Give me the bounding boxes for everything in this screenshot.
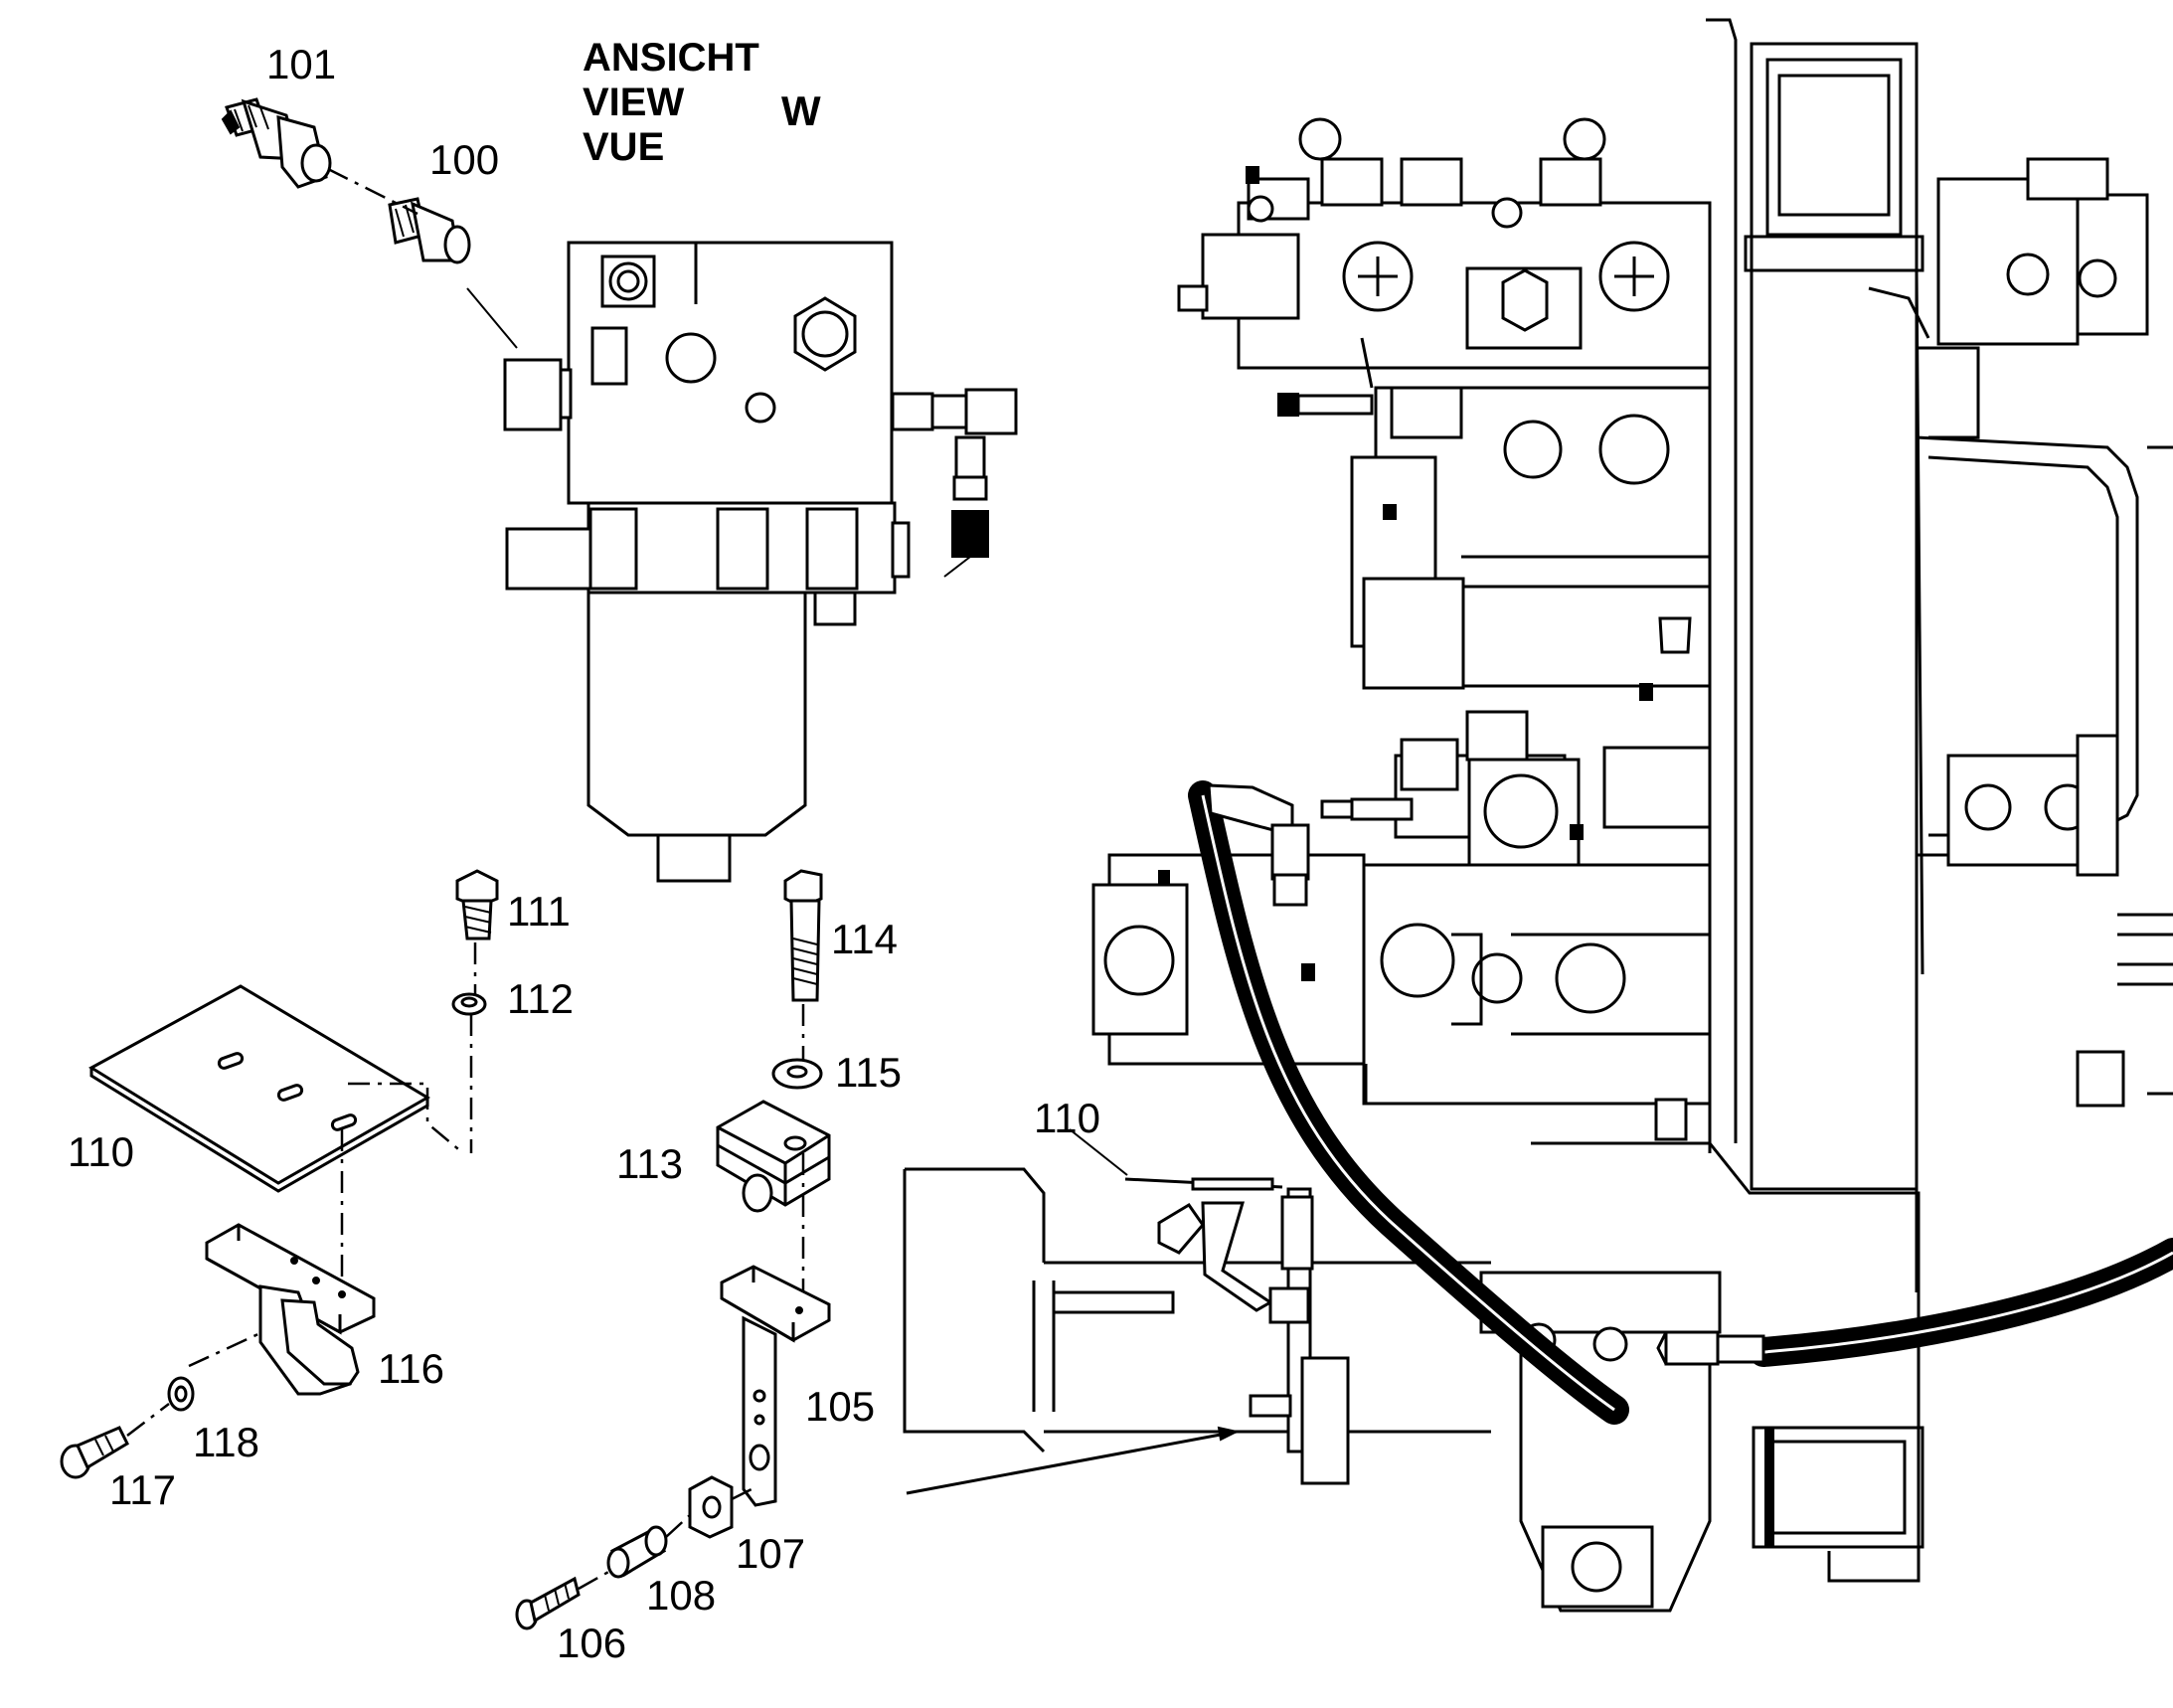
bolt-114 [783, 869, 823, 1002]
label-117: 117 [109, 1466, 176, 1513]
washer-115 [771, 1058, 823, 1090]
machine-assembly [903, 18, 2173, 1613]
plate-110 [88, 984, 430, 1193]
fitting-101 [221, 97, 332, 189]
label-110-assembly: 110 [1034, 1095, 1100, 1141]
hydraulic-hose [1188, 780, 2173, 1425]
view-letter: W [781, 87, 821, 134]
label-106: 106 [557, 1620, 627, 1666]
view-title-line-fr: VUE [583, 125, 665, 169]
label-101: 101 [266, 41, 337, 87]
label-105: 105 [805, 1383, 876, 1430]
bolt-117 [60, 1426, 129, 1479]
label-118: 118 [193, 1419, 259, 1465]
view-title-line-en: VIEW [583, 81, 685, 124]
view-title-line-de: ANSICHT [583, 36, 759, 80]
sleeve-108 [606, 1525, 668, 1579]
washer-112 [451, 992, 487, 1016]
valve-block [503, 241, 1018, 883]
label-110-plate: 110 [68, 1128, 134, 1175]
bracket-105 [720, 1265, 831, 1507]
label-116: 116 [378, 1345, 444, 1392]
fitting-100 [388, 197, 471, 264]
label-115: 115 [835, 1049, 902, 1096]
label-100: 100 [429, 136, 500, 183]
label-112: 112 [507, 975, 574, 1022]
bolt-106 [515, 1576, 581, 1630]
bolt-111 [455, 869, 499, 940]
label-113: 113 [616, 1140, 683, 1187]
view-title: ANSICHT VIEW VUE [583, 36, 759, 170]
label-107: 107 [736, 1530, 806, 1577]
label-111: 111 [507, 888, 571, 935]
washer-118 [167, 1376, 195, 1412]
spacer-107 [688, 1475, 734, 1539]
clamp-113 [716, 1100, 831, 1213]
label-108: 108 [646, 1572, 717, 1619]
label-114: 114 [831, 916, 898, 962]
bracket-116 [205, 1223, 376, 1396]
